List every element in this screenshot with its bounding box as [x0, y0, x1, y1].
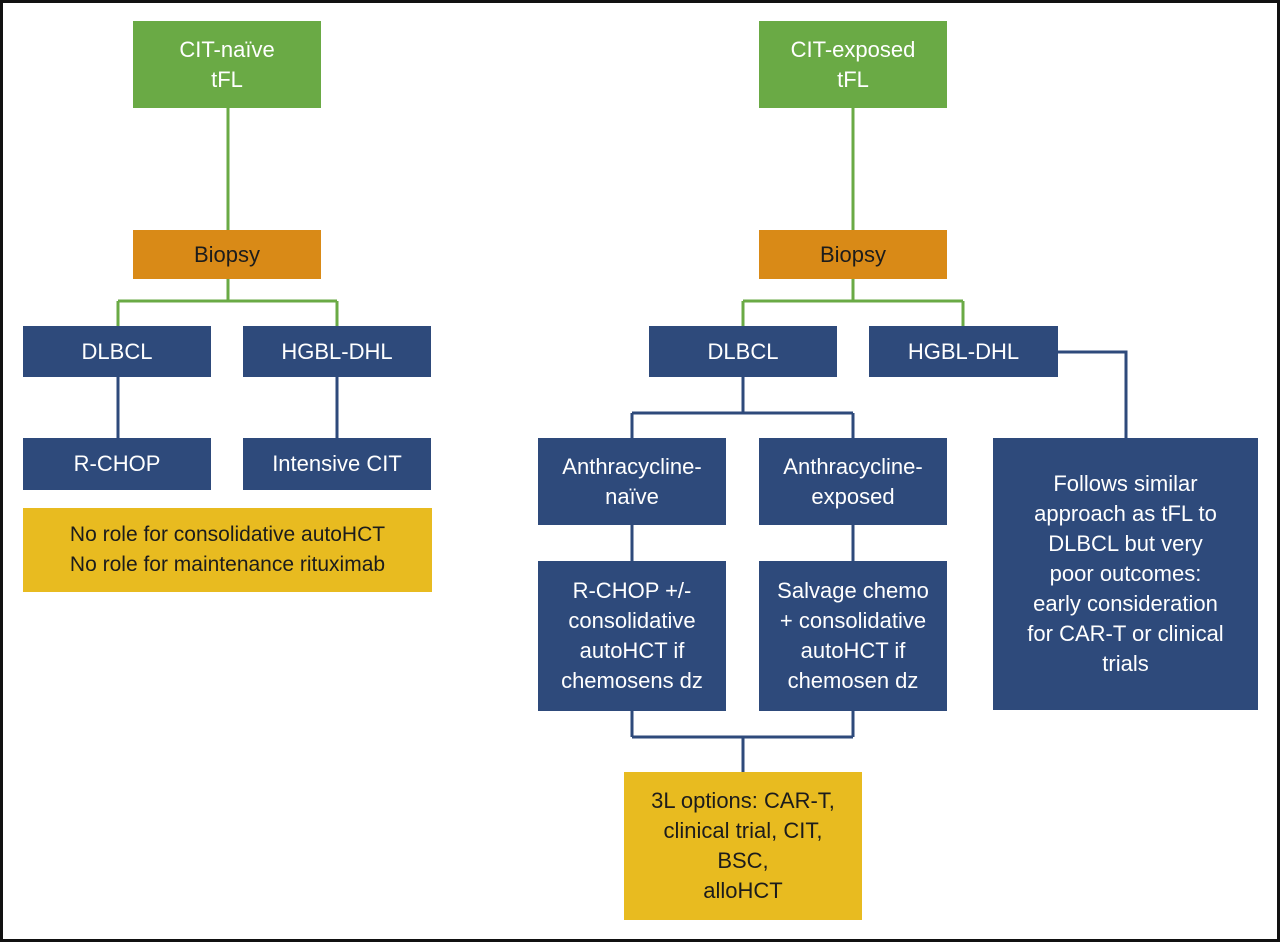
left-biopsy-node: Biopsy — [133, 230, 321, 279]
connector-lines — [116, 108, 1128, 772]
left-intensive-cit-node: Intensive CIT — [243, 438, 431, 490]
left-root-node: CIT-naïve tFL — [133, 21, 321, 108]
right-hgbl-node: HGBL-DHL — [869, 326, 1058, 377]
left-rchop-node: R-CHOP — [23, 438, 211, 490]
anthracycline-exposed-node: Anthracycline- exposed — [759, 438, 947, 525]
navy-connectors — [116, 350, 1128, 772]
left-note-box: No role for consolidative autoHCT No rol… — [23, 508, 432, 592]
connector-right-biopsy-split — [741, 279, 965, 326]
connector-left-biopsy-split — [116, 279, 339, 326]
salvage-chemo-node: Salvage chemo + consolidative autoHCT if… — [759, 561, 947, 711]
right-green-connectors — [741, 108, 965, 326]
right-root-node: CIT-exposed tFL — [759, 21, 947, 108]
connector-hgbl-note — [1058, 350, 1128, 438]
right-biopsy-node: Biopsy — [759, 230, 947, 279]
anthracycline-naive-node: Anthracycline- naïve — [538, 438, 726, 525]
left-green-connectors — [116, 108, 339, 326]
left-dlbcl-node: DLBCL — [23, 326, 211, 377]
connector-right-dlbcl-split — [630, 377, 855, 438]
connector-treatments-options — [630, 711, 855, 772]
third-line-options-box: 3L options: CAR-T, clinical trial, CIT, … — [624, 772, 862, 920]
right-dlbcl-node: DLBCL — [649, 326, 837, 377]
hgbl-dhl-note-node: Follows similar approach as tFL to DLBCL… — [993, 438, 1258, 710]
rchop-consolidative-node: R-CHOP +/- consolidative autoHCT if chem… — [538, 561, 726, 711]
left-hgbl-node: HGBL-DHL — [243, 326, 431, 377]
